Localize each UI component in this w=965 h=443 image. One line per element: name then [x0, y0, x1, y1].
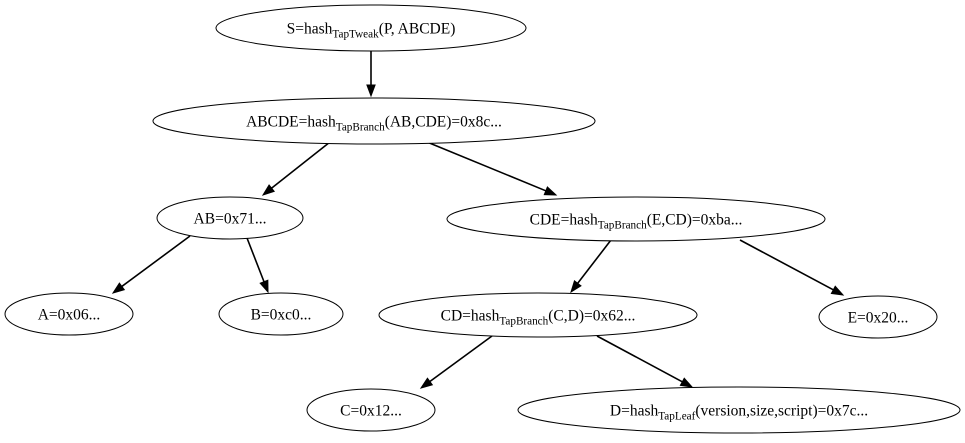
edge-line [739, 239, 834, 291]
arrowhead-icon [261, 184, 276, 196]
arrowhead-icon [259, 279, 269, 294]
edge-s-to-abcde [366, 51, 376, 98]
node-ellipse-ab[interactable] [156, 196, 304, 240]
edge-line [429, 335, 493, 383]
edge-line [121, 235, 191, 288]
edge-ab-to-b [246, 237, 269, 294]
edge-cde-to-cd [570, 239, 612, 294]
arrowhead-icon [830, 285, 845, 296]
edge-abcde-to-ab [261, 141, 331, 196]
arrowhead-icon [111, 282, 126, 294]
node-ellipse-c[interactable] [306, 388, 436, 432]
edge-line [577, 239, 612, 284]
edge-cd-to-c [419, 335, 493, 389]
node-ellipse-s[interactable] [215, 4, 527, 52]
arrowhead-icon [543, 186, 558, 196]
nodes-layer [4, 4, 961, 434]
node-ellipse-cde[interactable] [446, 196, 826, 242]
edges-layer [111, 51, 845, 389]
arrowhead-icon [419, 377, 434, 389]
edge-cd-to-d [596, 335, 694, 388]
node-ellipse-a[interactable] [4, 292, 134, 336]
arrowhead-icon [679, 377, 694, 388]
node-ellipse-d[interactable] [517, 386, 961, 434]
edge-line [246, 237, 265, 283]
node-ellipse-e[interactable] [818, 295, 938, 339]
node-ellipse-b[interactable] [218, 292, 344, 336]
edge-abcde-to-cde [426, 141, 558, 196]
edge-line [596, 335, 683, 383]
edge-line [271, 141, 331, 189]
edge-cde-to-e [739, 239, 845, 296]
edge-line [426, 141, 547, 192]
arrowhead-icon [366, 84, 376, 98]
node-ellipse-abcde[interactable] [152, 97, 596, 145]
node-ellipse-cd[interactable] [378, 292, 698, 338]
edge-ab-to-a [111, 235, 191, 294]
arrowhead-icon [570, 279, 582, 294]
